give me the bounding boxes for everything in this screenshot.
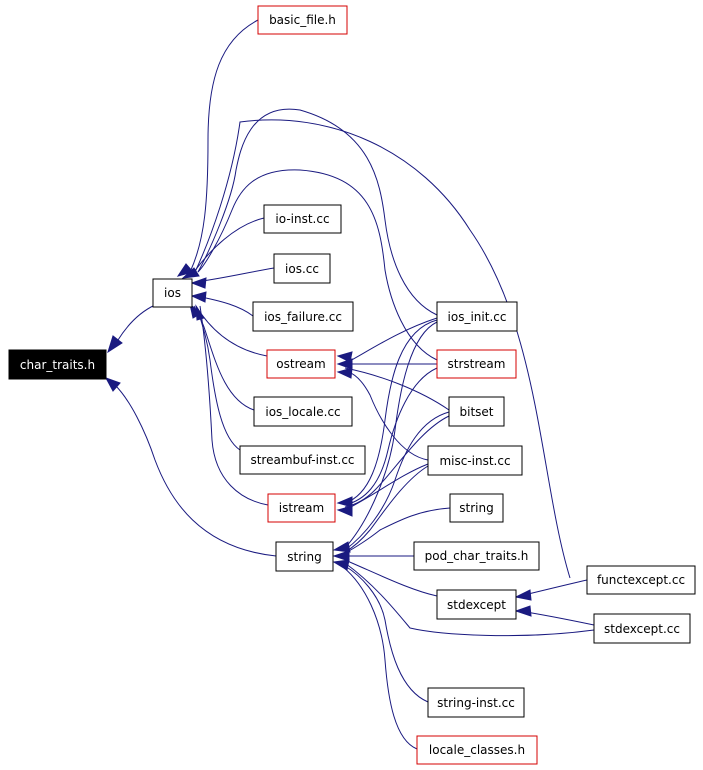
- svg-text:char_traits.h: char_traits.h: [20, 358, 95, 372]
- svg-text:streambuf-inst.cc: streambuf-inst.cc: [250, 453, 354, 467]
- node-istream[interactable]: istream: [267, 493, 336, 523]
- arrow-istream-a: [336, 496, 353, 508]
- edge-bitset-to-string: [344, 411, 450, 551]
- edge-bitset-to-istream: [344, 415, 450, 508]
- edge-string-to-char-traits: [114, 384, 277, 557]
- node-ios-failure-cc[interactable]: ios_failure.cc: [252, 301, 354, 332]
- node-ios[interactable]: ios: [152, 278, 193, 308]
- edge-ios-init-to-ostream: [347, 317, 438, 363]
- edges: [114, 19, 595, 750]
- node-ostream[interactable]: ostream: [266, 349, 336, 379]
- arrow-stdexcept-b: [514, 605, 532, 617]
- arrow-string-c: [332, 559, 350, 571]
- node-ios-cc[interactable]: ios.cc: [273, 253, 331, 284]
- svg-text:string: string: [287, 550, 321, 564]
- arrow-ostream-b: [336, 358, 353, 370]
- edge-ios-cc-to-ios: [195, 267, 275, 283]
- node-locale-classes-h[interactable]: locale_classes.h: [416, 735, 538, 765]
- arrow-ios-d: [190, 291, 207, 303]
- svg-text:ios_locale.cc: ios_locale.cc: [265, 405, 340, 419]
- edge-io-inst-to-ios: [193, 217, 265, 273]
- svg-text:ostream: ostream: [276, 357, 325, 371]
- arrow-char-traits-bottom: [104, 377, 121, 392]
- arrow-string-a: [332, 541, 351, 553]
- svg-text:misc-inst.cc: misc-inst.cc: [439, 454, 510, 468]
- node-misc-inst-cc[interactable]: misc-inst.cc: [427, 445, 523, 476]
- svg-text:string-inst.cc: string-inst.cc: [437, 696, 515, 710]
- arrow-string-b: [332, 550, 350, 562]
- node-string[interactable]: string: [275, 541, 334, 572]
- svg-text:ios: ios: [164, 286, 181, 300]
- svg-text:strstream: strstream: [448, 357, 506, 371]
- svg-text:stdexcept: stdexcept: [447, 598, 506, 612]
- node-string-2[interactable]: string: [449, 493, 504, 523]
- edge-ios-init-to-istream: [344, 319, 438, 504]
- node-stdexcept-cc[interactable]: stdexcept.cc: [593, 613, 691, 644]
- arrow-ios-f: [195, 304, 205, 321]
- svg-text:ios_init.cc: ios_init.cc: [448, 310, 507, 324]
- svg-text:functexcept.cc: functexcept.cc: [597, 573, 685, 587]
- edge-strstream-to-ios: [197, 169, 438, 361]
- svg-text:istream: istream: [279, 501, 324, 515]
- arrow-ios-b: [181, 267, 200, 279]
- node-ios-init-cc[interactable]: ios_init.cc: [436, 301, 518, 332]
- edge-locale-classes-to-string: [342, 566, 418, 750]
- node-basic-file-h[interactable]: basic_file.h: [257, 5, 348, 35]
- edge-basic-file-to-ios: [189, 19, 259, 273]
- edge-strstream-to-istream: [344, 367, 438, 506]
- svg-text:pod_char_traits.h: pod_char_traits.h: [425, 549, 529, 563]
- node-stdexcept[interactable]: stdexcept: [436, 589, 517, 620]
- arrow-char-traits-top: [107, 335, 123, 354]
- edge-ios-init-to-string: [344, 321, 438, 549]
- edge-istream-to-ios: [199, 305, 269, 506]
- edge-bitset-to-ostream: [344, 367, 450, 411]
- edge-misc-inst-to-istream: [344, 463, 429, 511]
- svg-text:bitset: bitset: [460, 405, 494, 419]
- arrow-ostream-a: [336, 351, 353, 363]
- node-streambuf-inst-cc[interactable]: streambuf-inst.cc: [239, 445, 366, 475]
- svg-text:stdexcept.cc: stdexcept.cc: [604, 622, 680, 636]
- edge-string-inst-to-string: [344, 565, 429, 703]
- edge-string2-to-string: [344, 507, 451, 554]
- edge-ios-init-to-ios: [197, 108, 438, 316]
- node-bitset[interactable]: bitset: [448, 396, 505, 427]
- node-string-inst-cc[interactable]: string-inst.cc: [427, 687, 525, 718]
- edge-ios-locale-to-ios: [193, 305, 255, 411]
- edge-stdexcept-cc-to-string: [344, 562, 595, 637]
- svg-text:locale_classes.h: locale_classes.h: [429, 743, 525, 757]
- node-pod-char-traits-h[interactable]: pod_char_traits.h: [413, 541, 540, 571]
- node-strstream[interactable]: strstream: [436, 349, 517, 379]
- edge-stdexcept-to-string: [344, 559, 438, 597]
- node-io-inst-cc[interactable]: io-inst.cc: [263, 204, 342, 234]
- svg-text:basic_file.h: basic_file.h: [269, 13, 336, 27]
- svg-text:string: string: [459, 501, 493, 515]
- arrowheads: [104, 263, 532, 617]
- node-ios-locale-cc[interactable]: ios_locale.cc: [253, 396, 353, 427]
- svg-text:io-inst.cc: io-inst.cc: [275, 212, 329, 226]
- node-functexcept-cc[interactable]: functexcept.cc: [586, 565, 696, 595]
- edge-misc-inst-to-string: [344, 465, 429, 553]
- edge-functexcept-to-ios: [194, 119, 571, 579]
- arrow-ostream-c: [336, 367, 353, 379]
- arrow-stdexcept-a: [514, 589, 532, 601]
- arrow-ios-c: [190, 277, 207, 289]
- arrow-istream-b: [336, 505, 353, 517]
- edge-ios-to-char-traits: [117, 304, 156, 341]
- node-char-traits-h: char_traits.h: [8, 349, 107, 380]
- svg-text:ios.cc: ios.cc: [285, 262, 319, 276]
- svg-text:ios_failure.cc: ios_failure.cc: [264, 310, 342, 324]
